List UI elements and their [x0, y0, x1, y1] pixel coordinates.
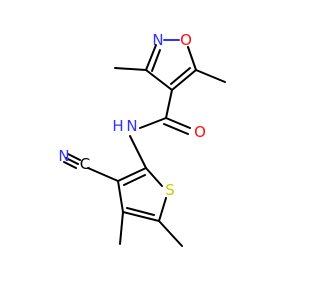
bond-co-b	[163, 123, 189, 135]
bond-c3-n-b	[151, 49, 161, 72]
bond-c4-c3	[145, 69, 173, 91]
amide-h-label: H	[112, 117, 123, 135]
bond-c5-c4-a	[171, 69, 197, 91]
bond-cn-a	[65, 157, 79, 165]
bond-c5-methyl	[195, 69, 226, 83]
bond-c5-c4-b	[170, 67, 191, 85]
bond-c4-carbonyl	[165, 89, 173, 119]
isoxazole-o-label: O	[180, 31, 192, 49]
bond-cn-b	[67, 153, 81, 161]
bond-c3t-c2-b	[123, 174, 146, 186]
thiophene-s-label: S	[165, 181, 175, 199]
bond-c-n	[139, 117, 167, 129]
atom-labels: N O O H N N C S	[58, 31, 206, 199]
bond-c5t-methyl	[158, 220, 183, 247]
amide-n-label: N	[126, 117, 137, 135]
molecule-structure: N O O H N N C S	[58, 31, 226, 247]
bond-c3-n-a	[145, 44, 157, 71]
bond-n-c2	[129, 135, 147, 169]
bond-o-c5	[187, 46, 197, 71]
bond-c5-c4t-a	[122, 211, 160, 222]
bond-c2-s	[145, 167, 163, 187]
bond-c4t-c3t	[117, 180, 124, 213]
bonds	[63, 39, 226, 247]
bond-c3t-c2-a	[117, 167, 147, 182]
bond-c5-c4t-b	[126, 207, 155, 216]
bond-c3-methyl	[114, 67, 147, 71]
nitrile-n-label: N	[58, 147, 69, 165]
bond-co-a	[165, 117, 191, 129]
bond-c4t-methyl	[119, 211, 124, 245]
bond-s-c5	[158, 197, 167, 222]
carbonyl-o-label: O	[194, 123, 206, 141]
bond-cn-c	[63, 161, 77, 169]
bond-c3t-nitrile	[87, 167, 119, 182]
nitrile-c-label: C	[80, 155, 90, 173]
isoxazole-n-label: N	[152, 31, 163, 49]
